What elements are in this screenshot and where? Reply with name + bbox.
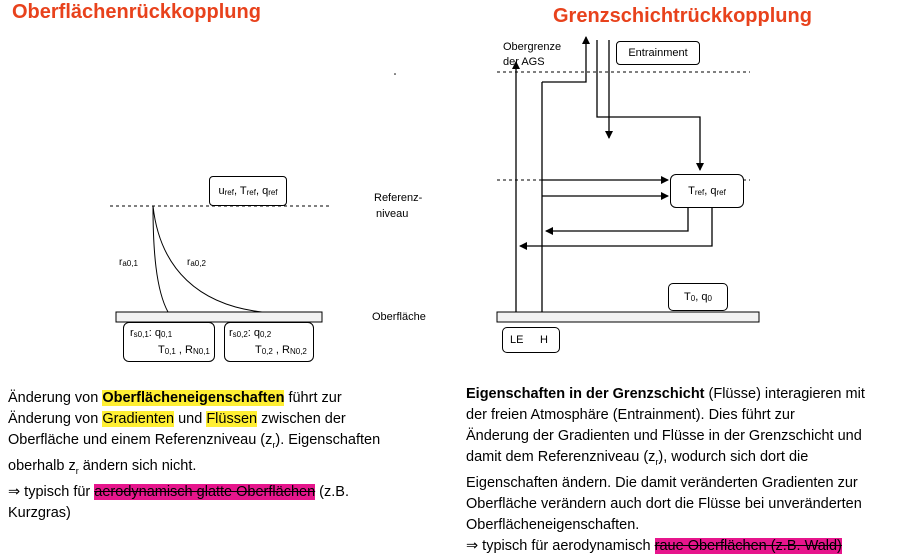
surface-label: Oberfläche [372,311,426,323]
entrainment-box: Entrainment [616,41,700,65]
surface-values-box-right: T0, q0 [668,283,728,311]
title-boundary-layer-feedback: Grenzschichtrückkopplung [553,5,812,27]
highlight-fluxes: Flüssen [206,411,258,427]
flux-box: LE H [502,327,560,353]
return-arrow-2 [519,206,713,250]
surface-properties-box-2: rs0,2: q0,2 T0,2 , RN0,2 [224,322,314,362]
h-label: H [540,334,548,346]
le-label: LE [510,334,524,346]
highlight-gradients: Gradienten [102,411,175,427]
h-flux-path [542,36,590,83]
return-arrow-1 [545,206,689,235]
left-description: Änderung von Oberflächeneigenschaften fü… [8,390,381,521]
right-description: Eigenschaften in der Grenzschicht (Flüss… [466,386,865,554]
highlight-surface-properties: Oberflächeneigenschaften [102,390,285,406]
surface-bar-left [115,311,323,323]
resistance-curve-1 [152,205,169,313]
feed-to-tref [596,40,704,171]
reference-level-label: Referenz- niveau [374,192,423,220]
resistance-label-1: ra0,1 [119,257,138,268]
resistance-label-2: ra0,2 [187,257,206,268]
reference-values-box-right: Tref, qref [670,174,744,208]
surface-properties-box-1: rs0,1: q0,1 T0,1 , RN0,1 [123,322,215,362]
resistance-curve-2 [152,205,263,313]
reference-values-box-left: uref, Tref, qref [209,176,287,206]
highlight-smooth-surfaces: aerodynamisch glatte Oberflächen [94,483,316,500]
title-surface-feedback: Oberflächenrückkopplung [12,1,261,23]
abl-top-label: Obergrenze der AGS [503,41,562,68]
highlight-rough-surfaces: raue Oberflächen (z.B. Wald) [654,537,842,554]
surface-bar-right [496,311,760,323]
